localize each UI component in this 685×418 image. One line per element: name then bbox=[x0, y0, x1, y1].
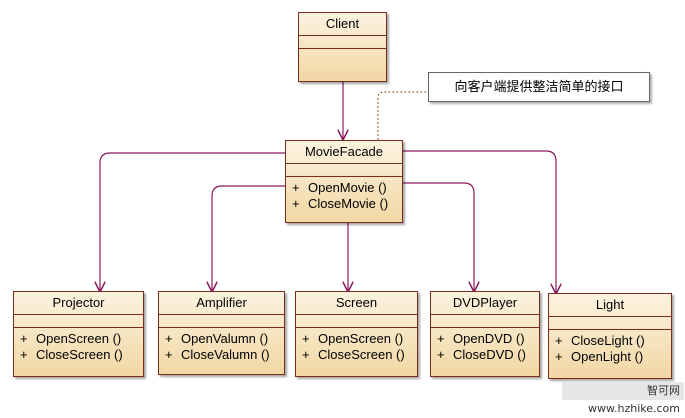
class-screen-attributes bbox=[296, 315, 417, 328]
class-light-name: Light bbox=[549, 294, 671, 317]
visibility-marker: + bbox=[302, 347, 310, 362]
operation-label: CloseScreen () bbox=[36, 347, 123, 362]
class-moviefacade-operations: + OpenMovie () + CloseMovie () bbox=[286, 177, 402, 212]
visibility-marker: + bbox=[165, 331, 173, 346]
visibility-marker: + bbox=[437, 331, 445, 346]
class-amplifier-attributes bbox=[159, 315, 284, 328]
class-light-attributes bbox=[549, 317, 671, 330]
operation-label: OpenValumn () bbox=[181, 331, 269, 346]
class-light-operations: + CloseLight () + OpenLight () bbox=[549, 330, 671, 365]
class-projector-name: Projector bbox=[14, 292, 143, 315]
class-amplifier-name: Amplifier bbox=[159, 292, 284, 315]
class-moviefacade-name: MovieFacade bbox=[286, 141, 402, 164]
visibility-marker: + bbox=[165, 347, 173, 362]
operation: + OpenDVD () bbox=[437, 331, 539, 347]
class-dvdplayer-name: DVDPlayer bbox=[431, 292, 539, 315]
class-dvdplayer-attributes bbox=[431, 315, 539, 328]
class-moviefacade-attributes bbox=[286, 164, 402, 177]
visibility-marker: + bbox=[555, 333, 563, 348]
edge-note-anchor bbox=[377, 91, 428, 140]
operation: + OpenValumn () bbox=[165, 331, 284, 347]
operation: + OpenMovie () bbox=[292, 180, 402, 196]
class-dvdplayer-operations: + OpenDVD () + CloseDVD () bbox=[431, 328, 539, 363]
edge-moviefacade-dvdplayer bbox=[403, 182, 474, 291]
class-projector[interactable]: Projector + OpenScreen () + CloseScreen () bbox=[13, 291, 144, 377]
operation: + OpenScreen () bbox=[302, 331, 417, 347]
operation: + OpenScreen () bbox=[20, 331, 143, 347]
visibility-marker: + bbox=[302, 331, 310, 346]
class-client-attributes bbox=[299, 36, 386, 49]
note: 向客户端提供整洁简单的接口 bbox=[428, 72, 650, 102]
note-text: 向客户端提供整洁简单的接口 bbox=[454, 79, 624, 94]
operation-label: OpenScreen () bbox=[318, 331, 404, 346]
visibility-marker: + bbox=[555, 349, 563, 364]
uml-class-diagram: 向客户端提供整洁简单的接口 Client MovieFacade + OpenMo… bbox=[13, 12, 684, 415]
visibility-marker: + bbox=[292, 196, 300, 211]
class-projector-operations: + OpenScreen () + CloseScreen () bbox=[14, 328, 143, 363]
visibility-marker: + bbox=[437, 347, 445, 362]
operation: + CloseScreen () bbox=[302, 347, 417, 363]
visibility-marker: + bbox=[292, 180, 300, 195]
operation: + OpenLight () bbox=[555, 349, 671, 365]
operation: + CloseLight () bbox=[555, 333, 671, 349]
class-amplifier[interactable]: Amplifier + OpenValumn () + CloseValumn () bbox=[158, 291, 285, 375]
operation: + CloseScreen () bbox=[20, 347, 143, 363]
operation-label: CloseLight () bbox=[571, 333, 645, 348]
operation: + CloseValumn () bbox=[165, 347, 284, 363]
edge-moviefacade-amplifier bbox=[212, 185, 285, 291]
watermark: 智可网 www.hzhike.com bbox=[562, 382, 684, 415]
class-projector-attributes bbox=[14, 315, 143, 328]
class-client-name: Client bbox=[299, 13, 386, 36]
operation-label: CloseScreen () bbox=[318, 347, 405, 362]
operation-label: OpenMovie () bbox=[308, 180, 387, 195]
edge-moviefacade-projector bbox=[100, 152, 285, 291]
class-light[interactable]: Light + CloseLight () + OpenLight () bbox=[548, 293, 672, 379]
operation: + CloseDVD () bbox=[437, 347, 539, 363]
class-moviefacade[interactable]: MovieFacade + OpenMovie () + CloseMovie () bbox=[285, 140, 403, 223]
operation: + CloseMovie () bbox=[292, 196, 402, 212]
operation-label: CloseMovie () bbox=[308, 196, 389, 211]
operation-label: OpenLight () bbox=[571, 349, 644, 364]
class-screen[interactable]: Screen + OpenScreen () + CloseScreen () bbox=[295, 291, 418, 377]
class-client[interactable]: Client bbox=[298, 12, 387, 82]
class-amplifier-operations: + OpenValumn () + CloseValumn () bbox=[159, 328, 284, 363]
operation-label: CloseDVD () bbox=[453, 347, 526, 362]
class-dvdplayer[interactable]: DVDPlayer + OpenDVD () + CloseDVD () bbox=[430, 291, 540, 377]
operation-label: OpenDVD () bbox=[453, 331, 525, 346]
operation-label: CloseValumn () bbox=[181, 347, 270, 362]
operation-label: OpenScreen () bbox=[36, 331, 122, 346]
visibility-marker: + bbox=[20, 347, 28, 362]
class-screen-operations: + OpenScreen () + CloseScreen () bbox=[296, 328, 417, 363]
visibility-marker: + bbox=[20, 331, 28, 346]
edge-moviefacade-light bbox=[403, 150, 556, 293]
class-screen-name: Screen bbox=[296, 292, 417, 315]
